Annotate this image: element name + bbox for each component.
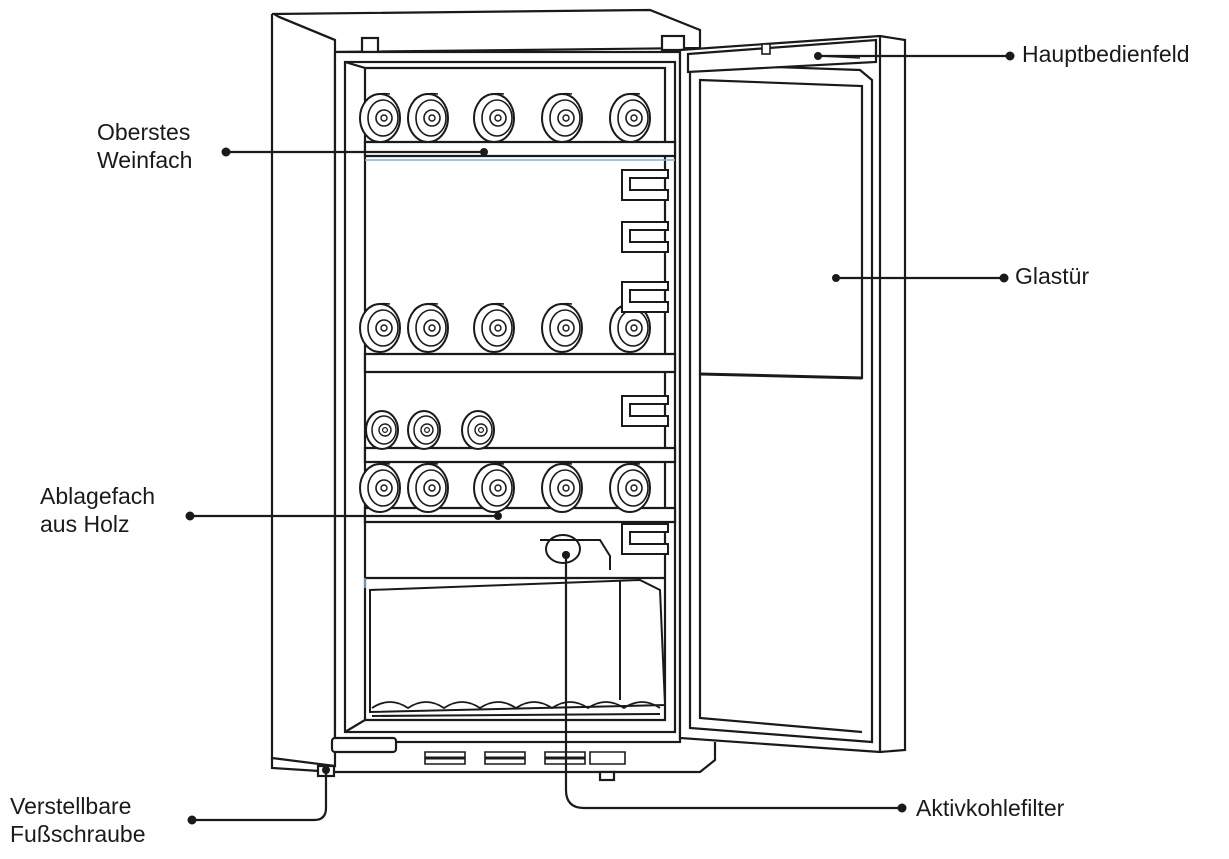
bottom-crisper — [369, 578, 667, 717]
label-hauptbedienfeld: Hauptbedienfeld — [1022, 40, 1190, 68]
callout-lines — [190, 54, 1010, 822]
label-ablagefach-line1: Ablagefach — [40, 483, 156, 509]
label-verstellbare-fussschraube: Verstellbare Fußschraube — [10, 792, 146, 848]
label-oberstes-weinfach: Oberstes Weinfach — [97, 118, 192, 174]
glass-door — [678, 34, 907, 754]
shelves — [363, 140, 677, 588]
label-ablagefach-line2: aus Holz — [40, 511, 130, 537]
label-ablagefach-aus-holz: Ablagefach aus Holz — [40, 482, 155, 538]
bottles-row-stacked — [365, 410, 495, 450]
label-hauptbedienfeld-text: Hauptbedienfeld — [1022, 41, 1190, 67]
label-oberstes-line2: Weinfach — [97, 147, 193, 173]
label-glastuer: Glastür — [1015, 262, 1089, 290]
label-glastuer-text: Glastür — [1015, 263, 1090, 289]
label-verstellbare-line1: Verstellbare — [10, 793, 132, 819]
label-aktivkohlefilter: Aktivkohlefilter — [916, 794, 1064, 822]
label-oberstes-line1: Oberstes — [97, 119, 191, 145]
label-verstellbare-line2: Fußschraube — [10, 821, 146, 847]
callout-dots — [185, 51, 1015, 825]
label-aktivkohlefilter-text: Aktivkohlefilter — [916, 795, 1065, 821]
charcoal-filter — [540, 534, 611, 570]
